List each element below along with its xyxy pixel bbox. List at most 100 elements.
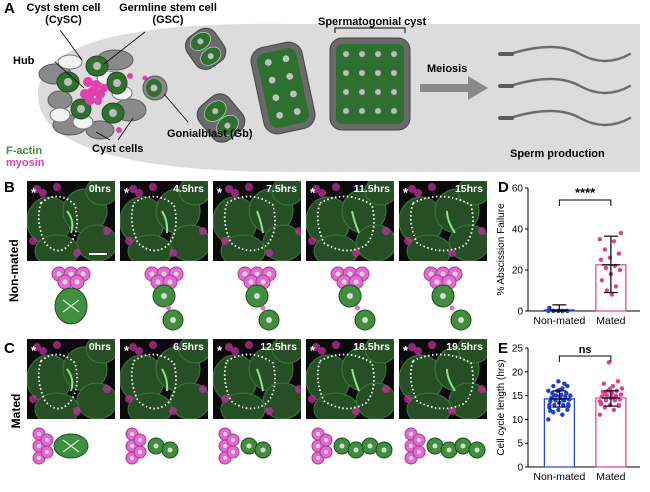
myosin-spot: [129, 343, 137, 351]
data-point: [611, 239, 617, 244]
hub-star: *: [31, 343, 37, 358]
bar: [595, 397, 627, 468]
data-point: [602, 391, 608, 396]
nucleus: [391, 89, 397, 95]
significance-label: ****: [575, 185, 596, 200]
nucleus: [359, 108, 365, 114]
y-tick-label: 0: [517, 463, 523, 474]
myosin-spot: [478, 385, 486, 393]
myosin-spot: [169, 249, 177, 257]
myosin-spot: [125, 395, 133, 403]
nucleus: [343, 70, 349, 76]
data-point: [547, 305, 552, 311]
actin-ring: [161, 368, 169, 392]
cell: [85, 181, 115, 206]
myosin-spot: [312, 185, 320, 193]
nucleus: [375, 108, 381, 114]
nucleus: [391, 51, 397, 57]
myosin-spot: [39, 347, 47, 355]
timepoint-label: 12.5hrs: [260, 341, 297, 353]
y-tick-label: 0: [517, 307, 523, 318]
two-cell-cyst-1: [184, 27, 227, 70]
data-point: [562, 381, 567, 386]
myosin-spot: [448, 249, 456, 257]
myosin-spot: [231, 347, 239, 355]
myosin-spot: [428, 341, 436, 349]
significance-bracket: [558, 199, 612, 206]
timepoint-label: 0hrs: [88, 183, 111, 195]
panel-e-letter: E: [498, 340, 509, 357]
myosin-spot: [29, 395, 37, 403]
myosin-spot: [33, 185, 41, 193]
cyst-stem-cell-label: Cyst stem cell (CySC): [26, 2, 101, 26]
data-point: [563, 394, 568, 399]
cell: [457, 181, 487, 206]
cell: [457, 339, 487, 364]
myosin-spot: [53, 341, 61, 349]
nucleus: [391, 108, 397, 114]
myosin-spot: [73, 407, 81, 415]
myosin-spot: [225, 343, 233, 351]
myosin-spot: [199, 227, 207, 235]
timepoint-label: 19.5hrs: [446, 341, 483, 353]
cell-outline: [316, 353, 375, 410]
data-point: [603, 398, 609, 403]
y-tick-label: 20: [512, 266, 524, 277]
cell: [271, 181, 301, 206]
timepoint-label: 15hrs: [454, 183, 483, 195]
cell: [364, 339, 394, 364]
myosin-spot: [448, 407, 456, 415]
y-tick-label: 60: [512, 184, 524, 195]
myosin-spot: [318, 189, 326, 197]
data-point: [607, 386, 613, 392]
eight-cell-cyst: [250, 41, 316, 135]
schematic: [32, 427, 89, 465]
myosin-spot: [135, 347, 143, 355]
data-point: [552, 393, 557, 398]
data-point: [598, 257, 604, 262]
nucleus: [359, 51, 365, 57]
y-axis-label: Cell cycle length (hrs): [496, 359, 507, 455]
myosin-spot: [73, 249, 81, 257]
actin-ring: [446, 368, 456, 392]
cell: [271, 339, 301, 364]
gonialblast-cell: [142, 75, 168, 101]
sperm-production-label: Sperm production: [510, 148, 605, 160]
data-point: [606, 360, 612, 365]
hub-star: *: [124, 185, 130, 200]
nucleus: [375, 70, 381, 76]
cell: [169, 224, 208, 261]
myosin-spot: [33, 343, 41, 351]
myosin-spot: [199, 385, 207, 393]
nucleus: [391, 70, 397, 76]
data-point: [617, 267, 623, 273]
data-point: [604, 288, 610, 293]
timepoint-label: 6.5hrs: [173, 341, 204, 353]
cell-outline: [130, 195, 177, 252]
myosin-spot: [29, 237, 37, 245]
myosin-spot: [308, 237, 316, 245]
timepoint-label: 11.5hrs: [353, 183, 390, 195]
data-point: [616, 251, 622, 256]
hub-star: *: [124, 343, 130, 358]
schematic: [330, 266, 376, 331]
data-point: [619, 386, 625, 391]
myosin-spot: [318, 347, 326, 355]
cell: [178, 181, 208, 206]
panel-a-letter: A: [4, 0, 15, 17]
spermatogonial-cyst-label: Spermatogonial cyst: [318, 16, 427, 28]
myosin-spot: [265, 249, 273, 257]
myosin-spot: [129, 185, 137, 193]
myosin-spot: [414, 347, 422, 355]
data-point: [565, 383, 570, 389]
microscopy-frame: 18.5hrs*: [306, 339, 394, 419]
data-point: [616, 403, 622, 409]
myosin-spot: [414, 189, 422, 197]
meiosis-arrow: [420, 76, 488, 100]
data-point: [547, 402, 552, 408]
myosin-spot: [295, 385, 301, 393]
nucleus: [375, 89, 381, 95]
y-tick-label: 25: [512, 344, 524, 355]
data-point: [603, 265, 609, 271]
data-point: [597, 412, 603, 417]
